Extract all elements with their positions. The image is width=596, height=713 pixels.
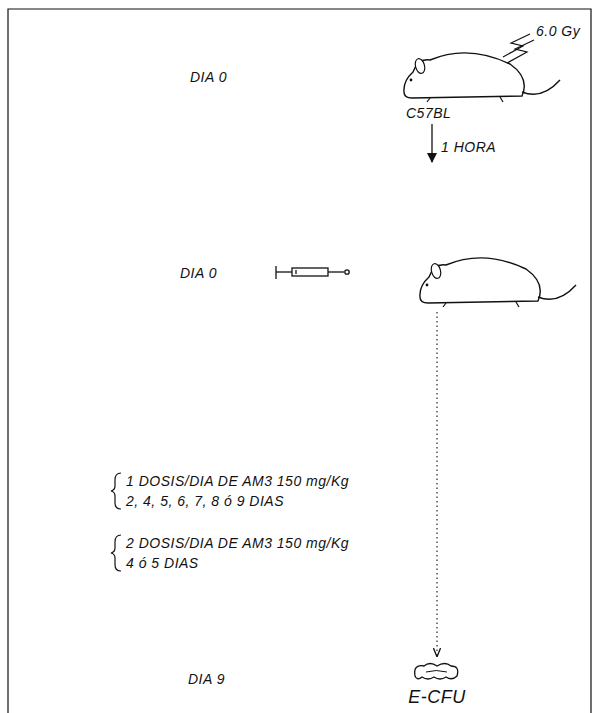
brace xyxy=(111,535,121,571)
mouse-icon xyxy=(420,258,576,307)
day-label: DIA 0 xyxy=(190,70,227,85)
time-arrow xyxy=(431,124,432,162)
treatment-note: 1 DOSIS/DIA DE AM3 150 mg/Kg xyxy=(126,474,349,489)
treatment-note: 4 ó 5 DIAS xyxy=(126,556,199,571)
dose-label: 6.0 Gy xyxy=(536,24,580,39)
mouse-icon xyxy=(404,53,560,102)
time-label: 1 HORA xyxy=(441,140,496,155)
treatment-note: 2, 4, 5, 6, 7, 8 ó 9 DIAS xyxy=(126,494,284,509)
day-label: DIA 9 xyxy=(188,672,225,687)
syringe-icon xyxy=(276,266,349,279)
strain-label: C57BL xyxy=(406,106,451,121)
assay-label: E-CFU xyxy=(408,688,466,708)
frame xyxy=(8,9,591,713)
day-label: DIA 0 xyxy=(180,266,217,281)
treatment-note: 2 DOSIS/DIA DE AM3 150 mg/Kg xyxy=(126,536,349,551)
dotted-arrow xyxy=(436,312,437,656)
radiation-symbol xyxy=(503,34,534,63)
brace xyxy=(111,473,121,509)
spleen-icon xyxy=(415,664,458,680)
